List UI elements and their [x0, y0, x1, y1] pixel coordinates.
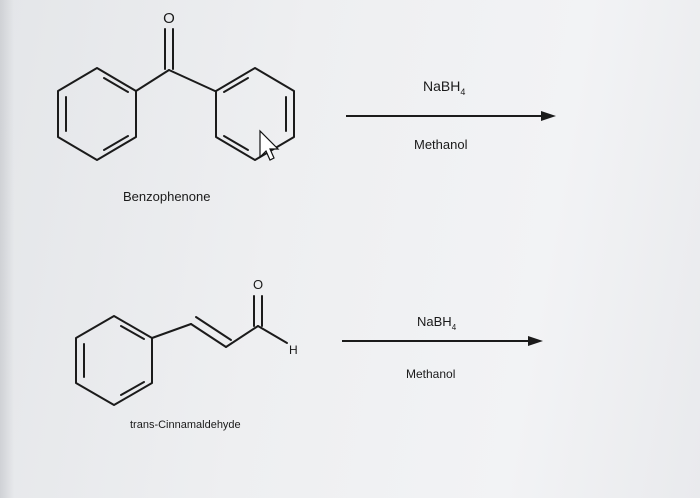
- reaction-1-reagent: NaBH4: [423, 78, 465, 97]
- reaction-1-arrow-head: [541, 111, 556, 121]
- screen-edge-shadow: [0, 0, 14, 498]
- carbonyl-to-right-ring-bond: [168, 69, 216, 92]
- reaction-1-solvent: Methanol: [414, 137, 468, 152]
- benzophenone-name-label: Benzophenone: [123, 189, 210, 204]
- alkene-double-bond-a: [190, 323, 227, 348]
- left-ring-to-carbonyl-bond: [135, 69, 170, 92]
- right-ring-double-bond-3: [223, 135, 249, 151]
- alkene-double-bond-b: [195, 316, 232, 341]
- cinn-ring-double-bond-3: [120, 381, 145, 396]
- benzophenone-structure: [57, 28, 295, 161]
- mouse-cursor-icon: [259, 129, 280, 161]
- cinnamaldehyde-structure: [75, 295, 288, 406]
- reaction-2-reagent: NaBH4: [417, 314, 457, 332]
- right-ring-double-bond-1: [223, 77, 249, 93]
- right-phenyl-ring: [215, 67, 295, 161]
- cinn-ring-double-bond-1: [120, 325, 145, 340]
- cinnamaldehyde-name-label: trans-Cinnamaldehyde: [130, 419, 241, 431]
- left-phenyl-ring: [57, 67, 137, 161]
- aldehyde-c-h-bond: [257, 325, 288, 344]
- aldehyde-hydrogen-label: H: [289, 343, 298, 357]
- left-ring-double-bond-3: [103, 135, 129, 151]
- left-ring-double-bond-1: [103, 77, 129, 93]
- alkene-to-carbonyl-bond: [225, 325, 259, 348]
- reaction-2-arrow-head: [528, 336, 543, 346]
- cinnamaldehyde-phenyl-ring: [75, 315, 153, 406]
- ring-to-alkene-bond: [151, 323, 192, 339]
- cinnamaldehyde-oxygen-label: O: [253, 277, 263, 292]
- reaction-2-solvent: Methanol: [406, 367, 455, 381]
- benzophenone-oxygen-label: O: [163, 10, 175, 27]
